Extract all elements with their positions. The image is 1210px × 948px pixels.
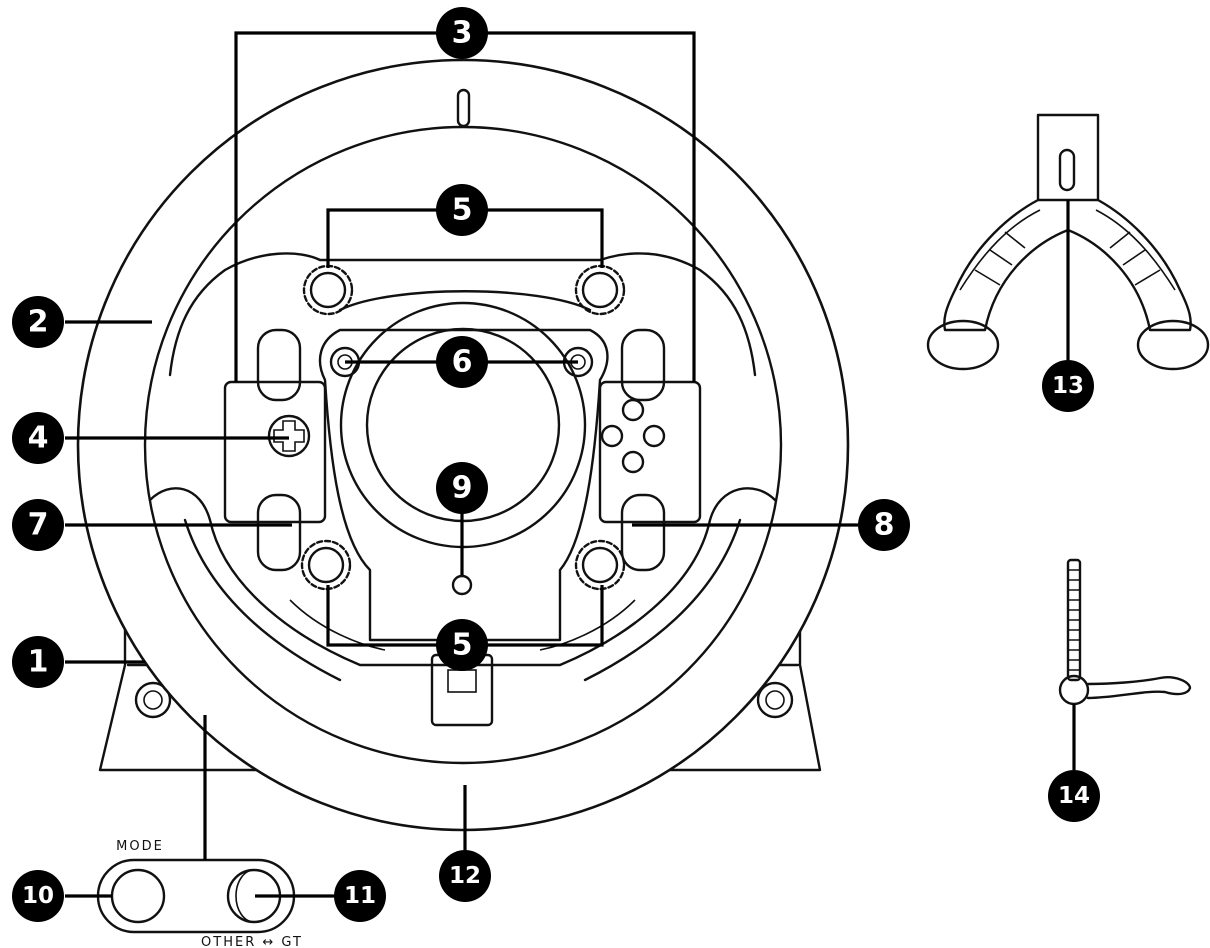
svg-text:3: 3 bbox=[452, 16, 473, 51]
clamp-screw bbox=[1058, 558, 1192, 706]
svg-text:1: 1 bbox=[28, 645, 49, 680]
callout-1: 1 bbox=[12, 636, 64, 688]
callout-5-bottom: 5 bbox=[436, 619, 488, 671]
callout-10: 10 bbox=[12, 870, 64, 922]
callout-6: 6 bbox=[436, 336, 488, 388]
svg-text:13: 13 bbox=[1052, 373, 1084, 399]
callout-3: 3 bbox=[436, 7, 488, 59]
svg-text:4: 4 bbox=[28, 421, 49, 456]
svg-text:12: 12 bbox=[449, 863, 481, 889]
callout-12: 12 bbox=[439, 850, 491, 902]
wheel-rim bbox=[76, 58, 850, 832]
callout-2: 2 bbox=[12, 296, 64, 348]
callout-5-top: 5 bbox=[436, 184, 488, 236]
wheel-hub bbox=[148, 252, 777, 727]
leader-lines bbox=[65, 31, 1076, 898]
svg-text:9: 9 bbox=[452, 471, 473, 506]
svg-text:7: 7 bbox=[28, 508, 49, 543]
callout-8: 8 bbox=[858, 499, 910, 551]
svg-text:10: 10 bbox=[22, 883, 54, 909]
callout-14: 14 bbox=[1048, 770, 1100, 822]
switch-label: OTHER ↔ GT bbox=[201, 935, 303, 948]
callout-11: 11 bbox=[334, 870, 386, 922]
svg-text:8: 8 bbox=[874, 508, 895, 543]
svg-text:14: 14 bbox=[1058, 783, 1090, 809]
callout-4: 4 bbox=[12, 412, 64, 464]
svg-text:5: 5 bbox=[452, 193, 473, 228]
svg-text:6: 6 bbox=[452, 345, 473, 380]
svg-text:5: 5 bbox=[452, 628, 473, 663]
svg-text:2: 2 bbox=[28, 305, 49, 340]
mode-panel: MODE OTHER ↔ GT bbox=[96, 839, 303, 948]
callout-13: 13 bbox=[1042, 360, 1094, 412]
callout-7: 7 bbox=[12, 499, 64, 551]
mode-label: MODE bbox=[116, 839, 164, 854]
callout-9: 9 bbox=[436, 462, 488, 514]
svg-text:11: 11 bbox=[344, 883, 376, 909]
